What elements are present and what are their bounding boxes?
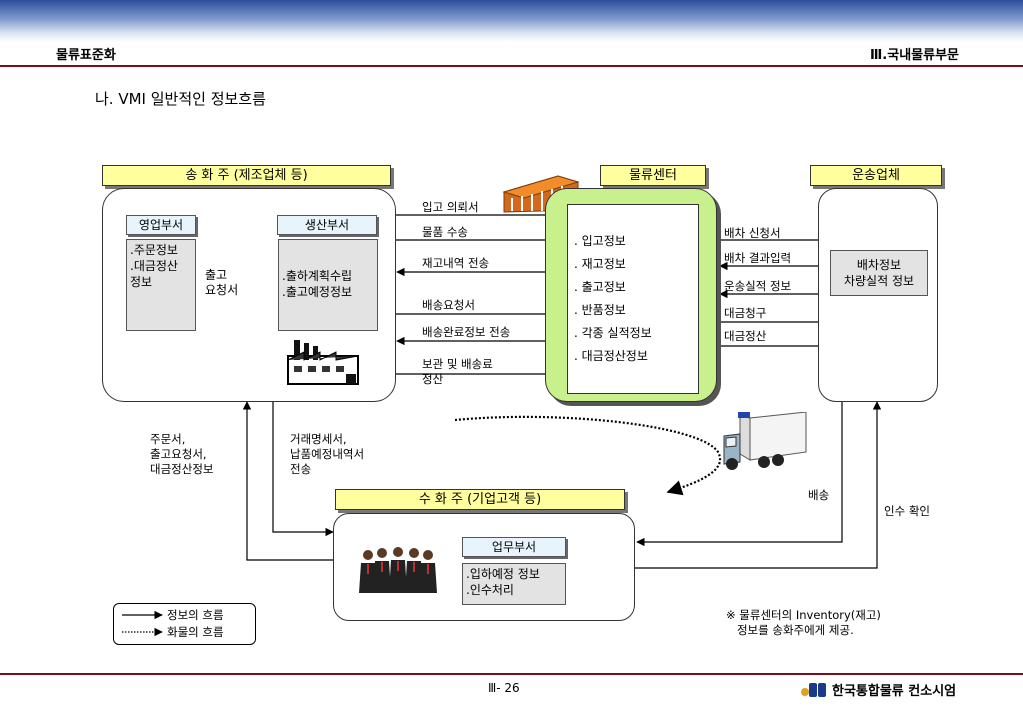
- center-item: . 출고정보: [574, 280, 626, 294]
- flow-transport-performance: 운송실적 정보: [724, 279, 792, 293]
- flow-delivery-complete: 배송완료정보 전송: [422, 325, 511, 339]
- note-delivery: 배송: [808, 488, 830, 502]
- shipper-title: 송 화 주 (제조업체 등): [102, 165, 391, 186]
- header-right: Ⅲ.국내물류부문: [870, 48, 959, 63]
- business-dept-items: .입하예정 정보 .인수처리: [462, 563, 566, 605]
- consignee-title: 수 화 주 (기업고객 등): [335, 489, 625, 510]
- flow-billing: 대금청구: [724, 306, 767, 320]
- flow-dispatch-request: 배차 신청서: [724, 226, 781, 240]
- center-title: 물류센터: [600, 165, 706, 186]
- page-number: Ⅲ- 26: [488, 681, 520, 695]
- sales-dept-items: .주문정보 .대금정산 정보: [126, 239, 196, 331]
- center-item: . 입고정보: [574, 234, 626, 248]
- flow-goods-transport: 물품 수송: [422, 225, 468, 239]
- flow-inbound-request: 입고 의뢰서: [422, 200, 479, 214]
- company-name: 한국통합물류 컨소시엄: [832, 684, 957, 699]
- company-logo-icon: [800, 681, 826, 697]
- header-rule: [0, 65, 1023, 67]
- legend-box: [113, 603, 256, 645]
- carrier-title: 운송업체: [810, 165, 942, 186]
- business-people-icon: [359, 547, 437, 593]
- sales-dept-label: 영업부서: [126, 215, 196, 235]
- business-dept-label: 업무부서: [462, 537, 566, 557]
- flow-dispatch-result: 배차 결과입력: [724, 251, 792, 265]
- legend-goods-flow: 화물의 흐름: [167, 625, 224, 639]
- center-item: . 각종 실적정보: [574, 326, 652, 340]
- center-panel: . 입고정보 . 재고정보 . 출고정보 . 반품정보 . 각종 실적정보 . …: [567, 204, 699, 394]
- carrier-info: 배차정보 차량실적 정보: [830, 250, 928, 296]
- footnote: ※ 물류센터의 Inventory(재고) 정보를 송화주에게 제공.: [726, 608, 881, 637]
- note-receipt-confirm: 인수 확인: [884, 504, 930, 518]
- flow-inventory-report: 재고내역 전송: [422, 256, 490, 270]
- header-band: [0, 0, 1023, 42]
- production-dept-items: .출하계획수립 .출고예정정보: [278, 239, 378, 331]
- note-transaction-documents: 거래명세서, 납품예정내역서 전송: [290, 432, 365, 476]
- truck-icon: [723, 412, 807, 470]
- center-item: . 대금정산정보: [574, 349, 648, 363]
- flow-storage-settlement: 보관 및 배송료 정산: [422, 357, 493, 386]
- legend-info-flow: 정보의 흐름: [167, 608, 224, 622]
- section-title: 나. VMI 일반적인 정보흐름: [95, 90, 266, 108]
- footer-rule: [0, 673, 1023, 675]
- header-left: 물류표준화: [56, 48, 116, 63]
- note-order-documents: 주문서, 출고요청서, 대금정산정보: [150, 432, 214, 476]
- factory-icon: [287, 340, 359, 385]
- flow-delivery-request: 배송요청서: [422, 298, 475, 312]
- center-item: . 반품정보: [574, 303, 626, 317]
- production-dept-label: 생산부서: [277, 215, 377, 235]
- center-item: . 재고정보: [574, 257, 626, 271]
- flow-payment-settlement: 대금정산: [724, 329, 767, 343]
- release-request-label: 출고 요청서: [205, 268, 239, 297]
